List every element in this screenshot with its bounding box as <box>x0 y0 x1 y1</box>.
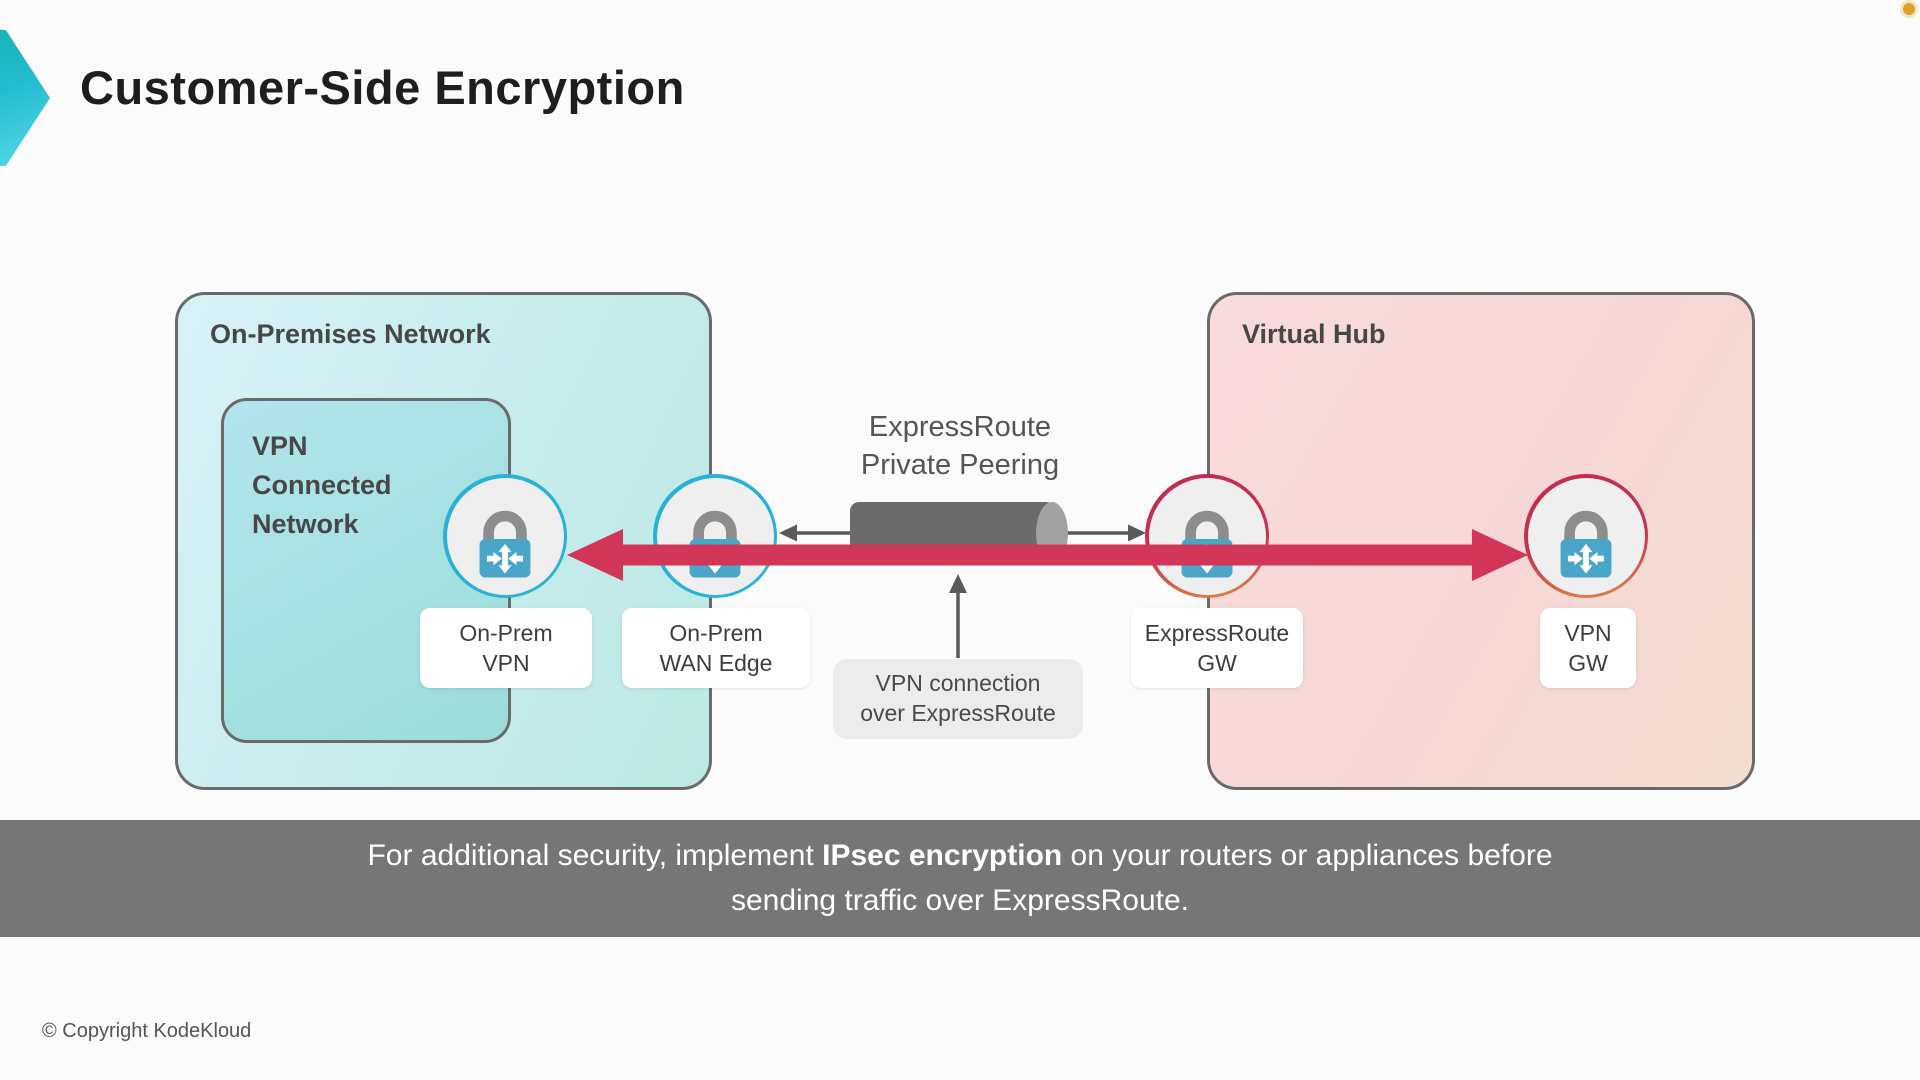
label-expressroute-gw: ExpressRoute GW <box>1131 608 1303 688</box>
lock-router-icon <box>446 477 564 595</box>
virtual-hub-title: Virtual Hub <box>1242 319 1386 349</box>
note-bold: IPsec encryption <box>822 839 1063 873</box>
private-peering-double-arrow <box>779 524 1146 542</box>
label-line: On-Prem <box>459 619 553 646</box>
label-on-prem-wan-edge: On-Prem WAN Edge <box>622 608 810 688</box>
label-line: Private Peering <box>860 449 1060 482</box>
note-prefix: For additional security, implement <box>367 839 823 873</box>
label-line: ExpressRoute <box>868 411 1052 443</box>
label-line: WAN Edge <box>659 650 773 676</box>
label-on-prem-vpn: On-Prem VPN <box>420 608 592 688</box>
label-line: VPN <box>1564 619 1612 646</box>
node-on-prem-vpn <box>443 474 567 598</box>
security-note-text: For additional security, implement IPsec… <box>330 834 1590 923</box>
label-line: VPN connection <box>875 670 1041 697</box>
copyright-text: © Copyright KodeKloud <box>42 1020 252 1042</box>
security-note-bar: For additional security, implement IPsec… <box>0 820 1920 937</box>
node-on-prem-wan-edge <box>653 474 777 598</box>
on-premises-network-title: On-Premises Network <box>210 319 491 349</box>
virtual-hub-box: Virtual Hub <box>1207 292 1755 790</box>
lock-router-icon <box>1527 477 1645 595</box>
lock-router-icon <box>656 477 774 595</box>
lock-router-icon <box>1148 477 1266 595</box>
expressroute-private-peering-label: ExpressRoute Private Peering <box>760 408 1160 485</box>
label-line: VPN <box>482 650 530 676</box>
recording-indicator-dot-icon <box>1903 3 1915 15</box>
label-vpn-gw: VPN GW <box>1540 608 1636 688</box>
label-line: GW <box>1197 650 1237 676</box>
kodekloud-chevron-logo-icon <box>0 30 50 166</box>
vpn-connection-note: VPN connection over ExpressRoute <box>833 659 1083 739</box>
label-line: ExpressRoute <box>1144 619 1290 646</box>
label-line: GW <box>1568 650 1608 676</box>
expressroute-pipe-cylinder-icon <box>850 502 1068 565</box>
note-pointer-arrow <box>949 574 967 658</box>
node-expressroute-gw <box>1145 474 1269 598</box>
note-suffix: on your routers or appliances before sen… <box>730 839 1553 917</box>
node-vpn-gw <box>1524 474 1648 598</box>
label-line: On-Prem <box>669 619 763 646</box>
vpn-connected-network-title: VPN Connected Network <box>252 431 392 540</box>
label-line: over ExpressRoute <box>860 700 1056 726</box>
page-title: Customer-Side Encryption <box>80 61 685 114</box>
